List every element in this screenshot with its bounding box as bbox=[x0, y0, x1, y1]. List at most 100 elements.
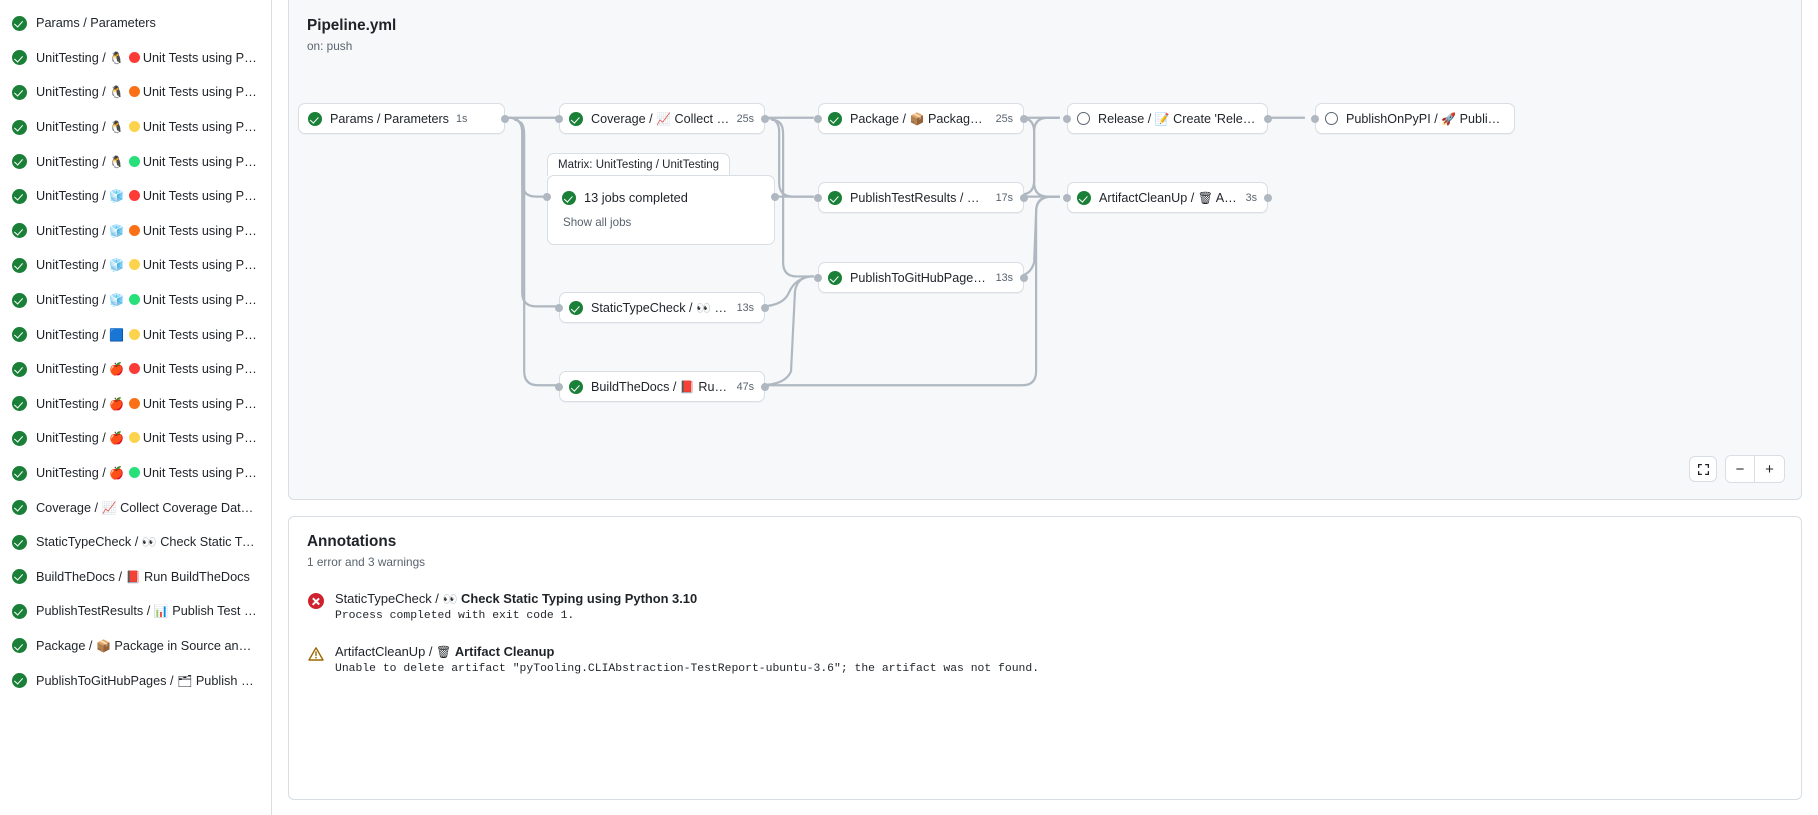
zoom-out-button[interactable]: − bbox=[1726, 456, 1755, 482]
chart-increasing-icon: 📈 bbox=[101, 500, 117, 515]
sidebar-job-label: UnitTesting / 🟦 Unit Tests using Pyth... bbox=[36, 327, 257, 342]
sidebar-job-item[interactable]: UnitTesting / 🟦 Unit Tests using Pyth... bbox=[4, 317, 267, 352]
sidebar-job-label: UnitTesting / 🐧 Unit Tests using Pyth... bbox=[36, 120, 257, 135]
node-input-port bbox=[814, 114, 822, 123]
sidebar-job-item[interactable]: UnitTesting / 🧊 Unit Tests using Pyth... bbox=[4, 179, 267, 214]
node-input-port bbox=[814, 193, 822, 202]
sidebar-job-label: Package / 📦 Package in Source and Wh... bbox=[36, 638, 257, 653]
graph-node-release[interactable]: Release / 📝 Create 'Release P... bbox=[1067, 103, 1268, 134]
status-success-icon bbox=[12, 119, 27, 135]
sidebar-job-label: UnitTesting / 🧊 Unit Tests using Pyth... bbox=[36, 258, 257, 273]
graph-node-label: Params / Parameters bbox=[330, 111, 449, 126]
status-success-icon bbox=[12, 534, 27, 550]
page-title: Pipeline.yml bbox=[307, 17, 397, 34]
graph-node-coverage[interactable]: Coverage / 📈 Collect Cove... 25s bbox=[559, 103, 765, 134]
zoom-in-button[interactable]: + bbox=[1755, 456, 1784, 482]
status-success-icon bbox=[569, 379, 583, 394]
graph-node-pypi[interactable]: PublishOnPyPI / 🚀 Publish to ... bbox=[1315, 103, 1515, 134]
graph-node-duration: 13s bbox=[995, 271, 1013, 284]
matrix-status-row[interactable]: 13 jobs completed bbox=[562, 190, 760, 205]
sidebar-job-item[interactable]: UnitTesting / 🐧 Unit Tests using Pyth... bbox=[4, 144, 267, 179]
sidebar-job-item[interactable]: UnitTesting / 🧊 Unit Tests using Pyth... bbox=[4, 248, 267, 283]
dot-green-icon bbox=[128, 467, 140, 479]
graph-node-acu[interactable]: ArtifactCleanUp / 🗑 Artifac...3s bbox=[1067, 182, 1268, 213]
graph-node-duration: 3s bbox=[1245, 191, 1257, 204]
dot-orange-icon bbox=[128, 224, 140, 236]
cube-icon: 🧊 bbox=[109, 223, 125, 238]
annotations-card: Annotations 1 error and 3 warnings Stati… bbox=[288, 516, 1802, 800]
node-output-port bbox=[1020, 114, 1028, 123]
graph-node-pghp[interactable]: PublishToGitHubPages / 🗂 ...13s bbox=[818, 262, 1024, 293]
sidebar-job-item[interactable]: UnitTesting / 🧊 Unit Tests using Pyth... bbox=[4, 283, 267, 318]
penguin-icon: 🐧 bbox=[109, 154, 125, 169]
status-success-icon bbox=[12, 361, 27, 377]
status-success-icon bbox=[12, 223, 27, 239]
sidebar-job-label: UnitTesting / 🍎 Unit Tests using Pyth... bbox=[36, 362, 257, 377]
sidebar-job-item[interactable]: UnitTesting / 🍎 Unit Tests using Pyth... bbox=[4, 387, 267, 422]
sidebar-job-item[interactable]: StaticTypeCheck / 👀 Check Static Typing.… bbox=[4, 525, 267, 560]
node-output-port bbox=[1264, 114, 1272, 123]
sidebar-job-item[interactable]: BuildTheDocs / 📕 Run BuildTheDocs bbox=[4, 560, 267, 595]
sidebar-job-item[interactable]: PublishToGitHubPages / 🗂 Publish to G... bbox=[4, 663, 267, 698]
annotation-detail: Process completed with exit code 1. bbox=[335, 610, 575, 622]
package-box-icon: 📦 bbox=[95, 638, 111, 653]
matrix-group-tab: Matrix: UnitTesting / UnitTesting bbox=[547, 153, 731, 176]
annotation-row[interactable]: StaticTypeCheck / 👀 Check Static Typing … bbox=[307, 591, 1783, 622]
sidebar-job-item[interactable]: UnitTesting / 🐧 Unit Tests using Pyth... bbox=[4, 41, 267, 76]
graph-node-ptr[interactable]: PublishTestResults / 📊 Pu...17s bbox=[818, 182, 1024, 213]
sidebar-job-label: PublishToGitHubPages / 🗂 Publish to G... bbox=[36, 673, 257, 688]
sidebar-job-item[interactable]: Params / Parameters bbox=[4, 6, 267, 41]
wastebasket-icon: 🗑 bbox=[436, 645, 452, 659]
dot-red-icon bbox=[128, 190, 140, 202]
fullscreen-button[interactable] bbox=[1689, 456, 1717, 482]
graph-node-label: Coverage / 📈 Collect Cove... bbox=[591, 111, 730, 126]
graph-node-duration: 25s bbox=[736, 112, 754, 125]
status-success-icon bbox=[12, 500, 27, 516]
status-success-icon bbox=[12, 673, 27, 689]
graph-node-docs[interactable]: BuildTheDocs / 📕 Run Buil... 47s bbox=[559, 371, 765, 402]
annotation-detail: Unable to delete artifact "pyTooling.CLI… bbox=[335, 663, 1040, 675]
sidebar-job-item[interactable]: Package / 📦 Package in Source and Wh... bbox=[4, 629, 267, 664]
node-output-port bbox=[1020, 273, 1028, 282]
penguin-icon: 🐧 bbox=[109, 85, 125, 100]
sidebar-job-item[interactable]: PublishTestResults / 📊 Publish Test Resu… bbox=[4, 594, 267, 629]
sidebar-job-label: UnitTesting / 🍎 Unit Tests using Pyth... bbox=[36, 431, 257, 446]
status-success-icon bbox=[12, 50, 27, 66]
graph-node-stc[interactable]: StaticTypeCheck / 👀 Chec... 13s bbox=[559, 292, 765, 323]
graph-node-duration: 13s bbox=[736, 301, 754, 314]
node-input-port bbox=[555, 114, 563, 123]
status-success-icon bbox=[828, 270, 842, 285]
closed-book-icon: 📕 bbox=[679, 379, 695, 394]
closed-book-icon: 📕 bbox=[125, 569, 141, 584]
graph-node-label: PublishOnPyPI / 🚀 Publish to ... bbox=[1346, 111, 1504, 126]
graph-node-label: StaticTypeCheck / 👀 Chec... bbox=[591, 300, 730, 315]
sidebar-job-item[interactable]: UnitTesting / 🐧 Unit Tests using Pyth... bbox=[4, 110, 267, 145]
sidebar-job-item[interactable]: UnitTesting / 🍎 Unit Tests using Pyth... bbox=[4, 456, 267, 491]
graph-node-package[interactable]: Package / 📦 Package in So...25s bbox=[818, 103, 1024, 134]
sidebar-job-item[interactable]: UnitTesting / 🧊 Unit Tests using Pyth... bbox=[4, 214, 267, 249]
node-output-port bbox=[761, 382, 769, 391]
sidebar-job-item[interactable]: UnitTesting / 🍎 Unit Tests using Pyth... bbox=[4, 352, 267, 387]
sidebar-job-item[interactable]: UnitTesting / 🐧 Unit Tests using Pyth... bbox=[4, 75, 267, 110]
graph-node-label: BuildTheDocs / 📕 Run Buil... bbox=[591, 379, 730, 394]
status-success-icon bbox=[12, 603, 27, 619]
dot-orange-icon bbox=[128, 86, 140, 98]
status-success-icon bbox=[12, 430, 27, 446]
dot-red-icon bbox=[128, 51, 140, 63]
node-input-port bbox=[1311, 114, 1319, 123]
sidebar-job-item[interactable]: UnitTesting / 🍎 Unit Tests using Pyth... bbox=[4, 421, 267, 456]
node-output-port bbox=[501, 114, 509, 123]
graph-node-duration: 47s bbox=[736, 380, 754, 393]
rocket-icon: 🚀 bbox=[1441, 111, 1457, 126]
graph-node-label: Release / 📝 Create 'Release P... bbox=[1098, 111, 1257, 126]
show-all-jobs-link[interactable]: Show all jobs bbox=[563, 216, 632, 229]
annotations-summary: 1 error and 3 warnings bbox=[307, 555, 426, 569]
matrix-output-port bbox=[771, 193, 779, 201]
sidebar-job-item[interactable]: Coverage / 📈 Collect Coverage Data usi..… bbox=[4, 490, 267, 525]
